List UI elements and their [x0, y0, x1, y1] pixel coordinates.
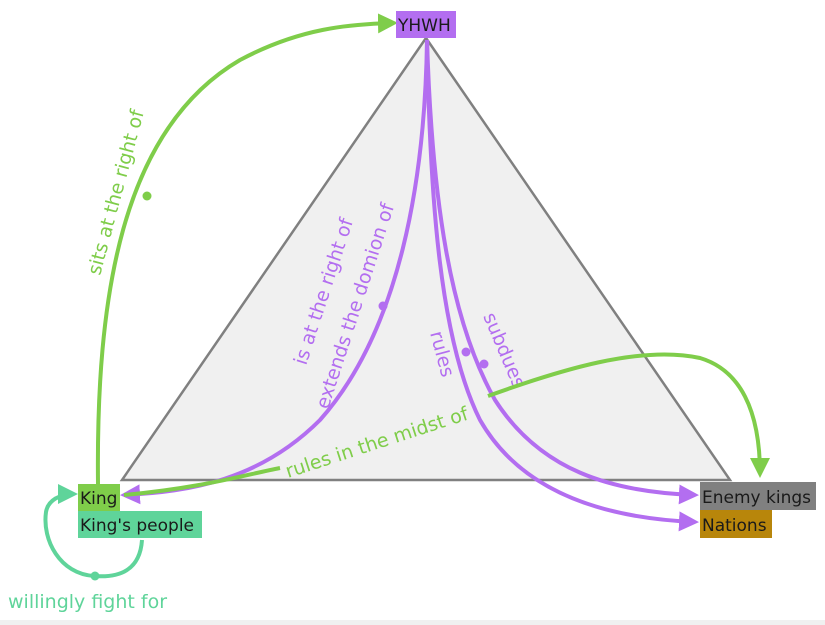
node-yhwh[interactable]: YHWH [396, 11, 456, 38]
edge-midpoint-dot [90, 571, 100, 581]
node-nations[interactable]: Nations [700, 510, 772, 538]
edge-midpoint-dot [479, 359, 489, 369]
node-kings-people[interactable]: King's people [78, 511, 202, 538]
edge-willingly-fight-for [43, 484, 144, 579]
edge-midpoint-dot [461, 347, 471, 357]
node-nations-label: Nations [702, 516, 767, 536]
bottom-divider [0, 620, 825, 625]
edge-midpoint-dot [378, 301, 388, 311]
edge-sits-at-right-of [95, 13, 398, 485]
node-king[interactable]: King [78, 484, 120, 511]
node-enemy-kings[interactable]: Enemy kings [700, 482, 816, 510]
edge-rules-in-midst-of [123, 352, 760, 497]
edge-subdues [425, 39, 699, 505]
node-yhwh-label: YHWH [397, 16, 451, 36]
edge-rules [425, 39, 699, 532]
triangle-background [119, 35, 733, 482]
label-willingly-fight-for: willingly fight for [8, 591, 167, 613]
node-kings-people-label: King's people [80, 516, 194, 536]
node-enemy-kings-label: Enemy kings [702, 488, 811, 508]
edge-midpoint-dot [142, 191, 152, 201]
node-king-label: King [80, 489, 117, 509]
